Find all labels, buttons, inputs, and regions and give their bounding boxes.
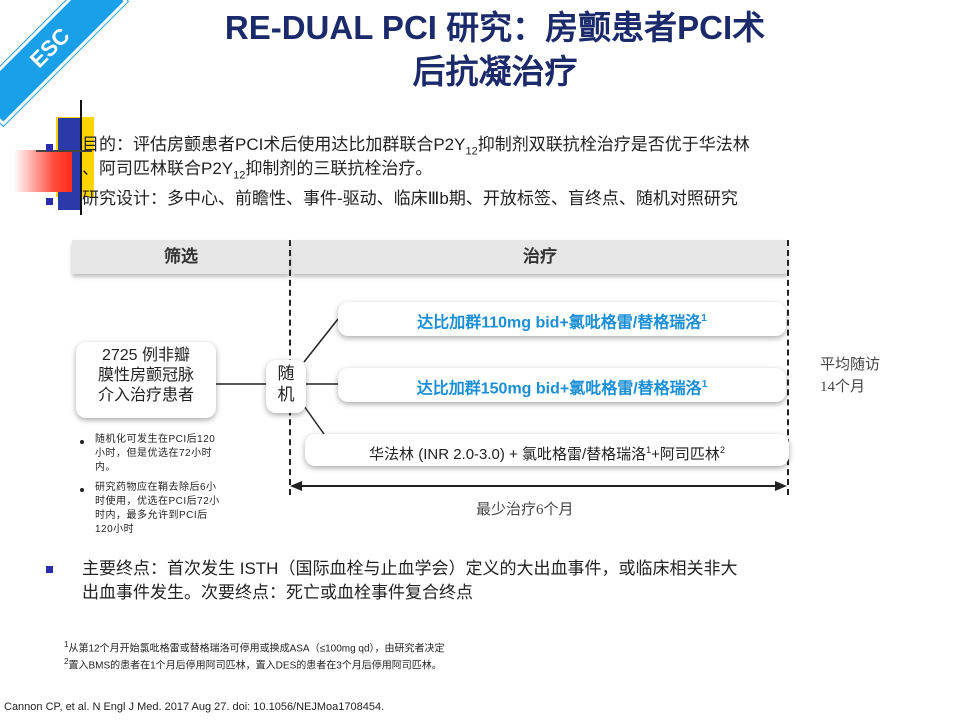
randomization-box: 随 机 (266, 360, 306, 413)
objective-line2: 、阿司匹林联合P2Y12抑制剂的三联抗栓治疗。 (82, 159, 433, 182)
note-study-drug: 研究药物应在鞘去除后6小 时使用，优选在PCI后72小 时内，最多允许到PCI后… (95, 482, 220, 535)
note-randomization: 随机化可发生在PCI后120 小时，但是优选在72小时 内。 (95, 434, 216, 473)
objective-line1: 目的：评估房颤患者PCI术后使用达比加群联合P2Y12抑制剂双联抗栓治疗是否优于… (82, 135, 750, 158)
footnote-1: 1从第12个月开始氯吡格雷或替格瑞洛可停用或换成ASA（≤100mg qd），由… (64, 640, 445, 655)
arm-dabigatran-150: 达比加群150mg bid+氯吡格雷/替格瑞洛1 (338, 368, 786, 402)
note-bullet (80, 488, 84, 492)
accent-horizontal-line (36, 150, 92, 152)
screening-bar: 筛选 (72, 240, 290, 274)
slide-title: RE-DUAL PCI 研究：房颤患者PCI术 后抗凝治疗 (100, 6, 890, 94)
bullet-marker (46, 566, 53, 573)
bullet-marker (46, 144, 53, 151)
citation: Cannon CP, et al. N Engl J Med. 2017 Aug… (4, 701, 385, 713)
endpoint-line2: 出血事件发生。次要终点：死亡或血栓事件复合终点 (82, 583, 473, 602)
followup-label: 平均随访 14个月 (820, 357, 881, 395)
accent-vertical-line (80, 100, 82, 215)
title-line1: RE-DUAL PCI 研究：房颤患者PCI术 (224, 9, 766, 46)
treatment-bar: 治疗 (292, 240, 788, 274)
dashed-divider-right (787, 240, 789, 495)
footnote-2: 2置入BMS的患者在1个月后停用阿司匹林，置入DES的患者在3个月后停用阿司匹林… (64, 657, 442, 672)
bullet-marker (46, 198, 53, 205)
arm-dabigatran-110: 达比加群110mg bid+氯吡格雷/替格瑞洛1 (338, 302, 786, 336)
title-line2: 后抗凝治疗 (412, 53, 578, 90)
min-treatment-label: 最少治疗6个月 (476, 502, 574, 518)
patients-box: 2725 例非瓣 膜性房颤冠脉 介入治疗患者 (76, 342, 216, 418)
endpoint-line1: 主要终点：首次发生 ISTH（国际血栓与止血学会）定义的大出血事件，或临床相关非… (82, 559, 738, 578)
arm-warfarin-triple: 华法林 (INR 2.0-3.0) + 氯吡格雷/替格瑞洛1+阿司匹林2 (305, 434, 789, 466)
accent-red-gradient (14, 150, 72, 192)
note-bullet (80, 440, 84, 444)
design-text: 研究设计：多中心、前瞻性、事件-驱动、临床Ⅲb期、开放标签、盲终点、随机对照研究 (82, 189, 738, 208)
